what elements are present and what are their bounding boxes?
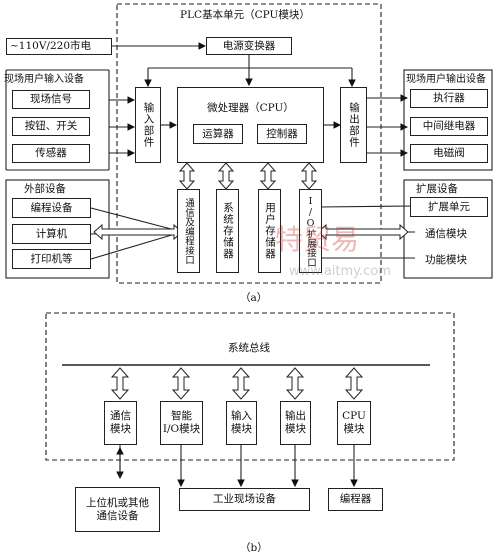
output-unit-label: 输出部件 — [348, 102, 360, 148]
field-device-label: 工业现场设备 — [213, 493, 276, 505]
power-input-label: ~110V/220市电 — [10, 40, 92, 52]
output-item-0-label: 执行器 — [433, 92, 465, 104]
input-item-1-label: 按钮、开关 — [24, 120, 78, 132]
input-group-title: 现场用户输入设备 — [4, 74, 84, 85]
bus-frame — [45, 312, 455, 461]
controller-box: 控制器 — [257, 124, 307, 144]
output-unit: 输出部件 — [340, 87, 367, 163]
external-item-2-label: 打印机等 — [30, 252, 73, 265]
expansion-group-title: 扩展设备 — [416, 183, 458, 195]
output-item-2: 电磁阀 — [410, 144, 488, 163]
plc-title: PLC基本单元（CPU模块） — [180, 9, 310, 21]
bus-label: 系统总线 — [228, 342, 270, 354]
module-output: 输出模块 — [280, 401, 311, 445]
module-input: 输入模块 — [226, 401, 257, 445]
user-memory: 用户存储器 — [258, 189, 281, 273]
output-group-title: 现场用户输出设备 — [406, 74, 486, 85]
sys-memory: 系统存储器 — [216, 189, 239, 273]
output-item-1: 中间继电器 — [410, 117, 488, 136]
comm-port-label: 通信及编程接口 — [183, 197, 194, 265]
caption-b: （b） — [240, 542, 268, 554]
input-item-2: 传感器 — [12, 144, 90, 163]
expansion-item-1: 通信模块 — [425, 228, 467, 240]
watermark-logo: 特贸易 — [275, 218, 359, 258]
power-converter: 电源变换器 — [206, 37, 292, 55]
programmer-device-label: 编程器 — [339, 493, 372, 505]
alu-label: 运算器 — [202, 127, 234, 140]
alu-box: 运算器 — [193, 124, 243, 144]
input-item-0-label: 现场信号 — [30, 93, 72, 105]
input-item-2-label: 传感器 — [35, 147, 67, 159]
watermark-brand: 特贸易 — [275, 223, 360, 256]
io-port-label: I/O扩展接口 — [305, 195, 316, 267]
watermark-url: www.aitmy.com — [289, 264, 391, 279]
external-item-0-label: 编程设备 — [30, 201, 73, 214]
power-converter-label: 电源变换器 — [222, 39, 276, 52]
cpu-label: 微处理器（CPU） — [207, 102, 294, 114]
external-item-1-label: 计算机 — [35, 227, 68, 240]
expansion-item-2: 功能模块 — [425, 254, 467, 266]
module-cpu: CPU模块 — [337, 401, 371, 445]
module-input-label: 输入模块 — [231, 410, 252, 435]
external-item-1: 计算机 — [12, 224, 91, 244]
output-item-0: 执行器 — [410, 89, 488, 108]
field-device: 工业现场设备 — [179, 488, 310, 511]
module-output-label: 输出模块 — [285, 410, 306, 435]
user-memory-label: 用户存储器 — [264, 202, 276, 260]
sys-memory-label: 系统存储器 — [222, 202, 234, 260]
output-item-1-label: 中间继电器 — [422, 120, 476, 132]
module-comm: 通信模块 — [104, 401, 137, 445]
input-item-1: 按钮、开关 — [12, 117, 90, 136]
output-item-2-label: 电磁阀 — [433, 147, 465, 159]
expansion-item-0-label: 扩展单元 — [428, 200, 470, 213]
caption-a: （a） — [240, 292, 268, 304]
programmer-device: 编程器 — [328, 488, 383, 511]
external-group-title: 外部设备 — [24, 183, 66, 195]
external-item-2: 打印机等 — [12, 249, 91, 269]
input-item-0: 现场信号 — [12, 90, 90, 109]
input-unit: 输入部件 — [135, 87, 161, 163]
power-input-box: ~110V/220市电 — [6, 38, 112, 55]
io-port: I/O扩展接口 — [299, 189, 322, 273]
expansion-item-0: 扩展单元 — [410, 197, 488, 217]
external-item-0: 编程设备 — [12, 198, 91, 218]
module-cpu-label: CPU模块 — [342, 410, 366, 435]
host-device-label: 上位机或其他通信设备 — [86, 496, 149, 522]
input-unit-label: 输入部件 — [142, 102, 155, 148]
plc-frame — [116, 3, 382, 284]
module-smart-io: 智能 I/O模块 — [160, 401, 203, 445]
controller-label: 控制器 — [266, 127, 298, 140]
comm-port: 通信及编程接口 — [177, 189, 200, 273]
module-comm-label: 通信模块 — [110, 410, 131, 435]
module-smart-io-label: 智能 I/O模块 — [162, 410, 201, 435]
host-device: 上位机或其他通信设备 — [75, 487, 160, 532]
